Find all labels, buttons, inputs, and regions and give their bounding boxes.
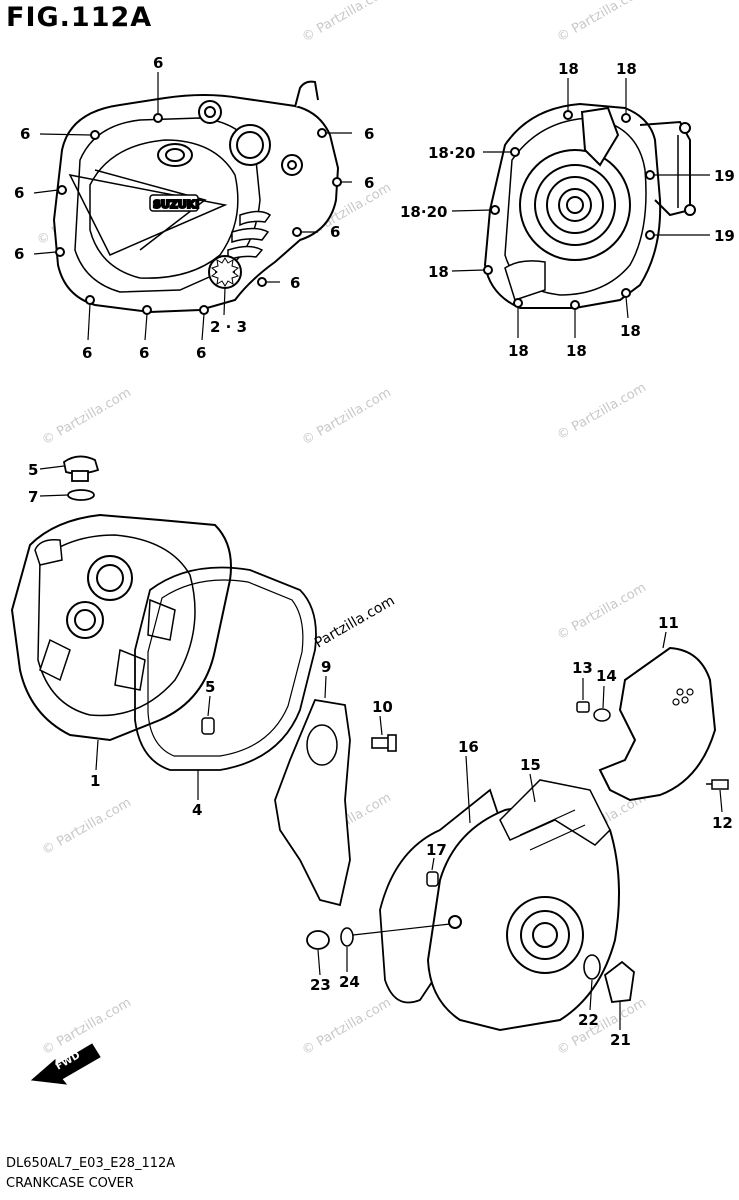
callout-6: 6 bbox=[364, 125, 374, 143]
callout-19: 19 bbox=[714, 227, 735, 245]
plate-gasket-hole bbox=[306, 724, 338, 766]
callout-22: 22 bbox=[578, 1011, 599, 1029]
dowel-pin-17 bbox=[426, 871, 439, 887]
crankcase-cover-gasket bbox=[134, 566, 317, 771]
callout-18: 18 bbox=[620, 322, 641, 340]
callout-4: 4 bbox=[192, 801, 202, 819]
callout-24: 24 bbox=[339, 973, 360, 991]
exploded-callouts: 5 7 1 4 5 5 9 10 16 15 17 11 13 14 12 23… bbox=[28, 461, 733, 1049]
callout-18-20: 18·20 bbox=[428, 144, 475, 162]
generator-side-cover bbox=[598, 646, 717, 802]
crankcase-cover bbox=[10, 513, 232, 742]
o-ring-24 bbox=[340, 927, 354, 947]
callout-6: 6 bbox=[14, 184, 24, 202]
callout-6: 6 bbox=[14, 245, 24, 263]
watermark: © Partzilla.com bbox=[40, 795, 134, 858]
callout-13: 13 bbox=[572, 659, 593, 677]
callout-18: 18 bbox=[616, 60, 637, 78]
plug-23 bbox=[306, 930, 330, 950]
callout-7: 5 bbox=[28, 461, 38, 479]
callout-8: 7 bbox=[28, 488, 38, 506]
callout-16: 16 bbox=[458, 738, 479, 756]
clutch-cover-leaders bbox=[33, 72, 352, 341]
callout-6: 6 bbox=[139, 344, 149, 362]
plate-gasket bbox=[274, 698, 351, 907]
callout-18: 18 bbox=[566, 342, 587, 360]
callout-18: 18 bbox=[428, 263, 449, 281]
watermark: © Partzilla.com bbox=[300, 0, 394, 45]
watermark: © Partzilla.com bbox=[300, 995, 394, 1058]
callout-6: 6 bbox=[82, 344, 92, 362]
crankcase-cover-gasket-inner bbox=[147, 579, 304, 757]
screw-12 bbox=[706, 779, 729, 790]
watermark: © Partzilla.com bbox=[555, 580, 649, 643]
callout-6: 6 bbox=[330, 223, 340, 241]
section-name: CRANKCASE COVER bbox=[6, 1176, 134, 1191]
callout-6: 6 bbox=[290, 274, 300, 292]
callout-18-20: 18·20 bbox=[400, 203, 447, 221]
watermark: © Partzilla.com bbox=[40, 385, 134, 448]
callout-6: 6 bbox=[20, 125, 30, 143]
watermark: © Partzilla.com bbox=[300, 385, 394, 448]
generator-cover bbox=[483, 102, 696, 310]
washer-14 bbox=[593, 708, 611, 722]
callout-6: 6 bbox=[196, 344, 206, 362]
o-ring-22 bbox=[583, 954, 601, 980]
partzilla-inline-mark: Partzilla.com bbox=[312, 593, 398, 652]
bolt-13 bbox=[576, 701, 590, 713]
callout-12: 12 bbox=[712, 814, 733, 832]
generator-cover-exploded bbox=[426, 779, 620, 1032]
dowel-pin bbox=[201, 717, 215, 735]
callout-15: 15 bbox=[520, 756, 541, 774]
callout-10: 10 bbox=[372, 698, 393, 716]
callout-11: 11 bbox=[658, 614, 679, 632]
watermark: © Partzilla.com bbox=[555, 380, 649, 443]
callout-1: 1 bbox=[90, 772, 100, 790]
plug-21 bbox=[603, 960, 635, 1003]
callout-6: 6 bbox=[364, 174, 374, 192]
diagram-code: DL650AL7_E03_E28_112A bbox=[6, 1156, 176, 1171]
callout-14: 14 bbox=[596, 667, 617, 685]
filler-cap bbox=[63, 455, 100, 501]
callout-18: 18 bbox=[558, 60, 579, 78]
watermark: © Partzilla.com bbox=[555, 0, 649, 45]
clutch-cover: SUZUKI bbox=[52, 80, 342, 315]
callout-17: 17 bbox=[426, 841, 447, 859]
figure-title: FIG.112A bbox=[6, 2, 153, 33]
callout-21: 21 bbox=[610, 1031, 631, 1049]
side-cover-holes bbox=[672, 688, 694, 706]
bolt-10 bbox=[371, 734, 397, 752]
callout-6: 6 bbox=[153, 54, 163, 72]
generator-cover-leaders bbox=[451, 78, 710, 338]
suzuki-logo-text: SUZUKI bbox=[153, 198, 199, 211]
callout-18: 18 bbox=[508, 342, 529, 360]
callout-9: 9 bbox=[321, 658, 331, 676]
clutch-cover-callouts: 6 6 6 6 6 6 6 6 6 6 6 2 · 3 bbox=[14, 54, 374, 362]
generator-cover-callouts: 18 18 18·20 18·20 18 18 18 18 19 19 bbox=[400, 60, 735, 360]
callout-23: 23 bbox=[310, 976, 331, 994]
callout-5: 5 bbox=[205, 678, 215, 696]
callout-2-3: 2 · 3 bbox=[210, 318, 247, 336]
exploded-leaders bbox=[39, 465, 723, 1030]
callout-19: 19 bbox=[714, 167, 735, 185]
